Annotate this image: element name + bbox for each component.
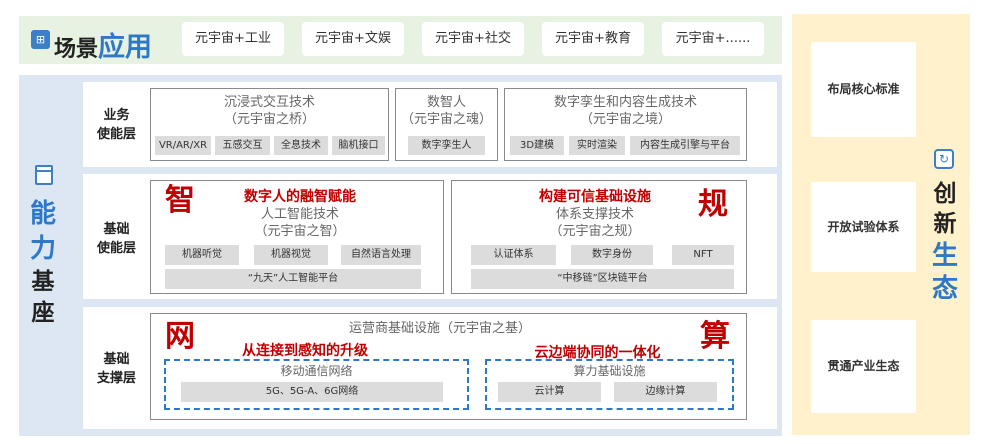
chip-realtime-render[interactable]: 实时渲染: [569, 136, 625, 155]
compute-infra-group: [485, 359, 734, 410]
trust-headline: 构建可信基础设施: [539, 189, 651, 205]
ai-tech-subtitle: （元宇宙之智）: [254, 224, 346, 239]
chip-nft[interactable]: NFT: [672, 245, 734, 265]
eco-card-industry[interactable]: 贯通产业生态: [811, 320, 916, 413]
chip-holographic[interactable]: 全息技术: [274, 136, 328, 155]
scene-item-industry[interactable]: 元宇宙+工业: [182, 22, 284, 56]
chip-machine-hearing[interactable]: 机器听觉: [165, 245, 239, 265]
chip-content-engine[interactable]: 内容生成引擎与平台: [630, 136, 740, 155]
chip-3d-modeling[interactable]: 3D建模: [510, 136, 564, 155]
scene-application-title: 场景应用: [54, 32, 153, 63]
network-headline: 从连接到感知的升级: [242, 343, 368, 359]
app-icon: ⊞: [31, 30, 50, 49]
chip-vr-ar-xr[interactable]: VR/AR/XR: [155, 136, 211, 155]
compute-big-char: 算: [700, 319, 730, 354]
foundation-layer-label: 基础 使能层: [96, 222, 136, 256]
chip-edge-computing[interactable]: 边缘计算: [614, 382, 717, 402]
eco-title-char: 新: [933, 211, 957, 237]
eco-title-char: 创: [933, 181, 957, 207]
immersive-tech-subtitle: （元宇宙之桥）: [223, 112, 315, 127]
digital-twin-title: 数字孪生和内容生成技术: [553, 95, 697, 110]
trust-big-char: 规: [698, 187, 728, 222]
capability-title-char: 座: [31, 300, 55, 326]
trust-tech-subtitle: （元宇宙之规）: [549, 224, 641, 239]
eco-card-test-system[interactable]: 开放试验体系: [811, 182, 916, 272]
operator-infra-title: 运营商基础设施（元宇宙之基）: [348, 321, 531, 336]
scene-item-social[interactable]: 元宇宙+社交: [422, 22, 524, 56]
eco-icon: ↻: [934, 149, 954, 169]
chip-machine-vision[interactable]: 机器视觉: [254, 245, 328, 265]
digital-human-subtitle: （元宇宙之魂）: [400, 112, 492, 127]
mobile-network-group: [164, 359, 469, 410]
trust-tech-title: 体系支撑技术: [555, 207, 634, 222]
chip-cloud-computing[interactable]: 云计算: [498, 382, 601, 402]
capability-title-char: 能: [29, 199, 56, 229]
jiutian-ai-platform[interactable]: “九天”人工智能平台: [165, 269, 421, 289]
scene-item-entertainment[interactable]: 元宇宙+文娱: [302, 22, 404, 56]
network-big-char: 网: [165, 319, 195, 354]
ai-big-char: 智: [165, 183, 195, 218]
chip-digital-identity[interactable]: 数字身份: [571, 245, 653, 265]
compute-headline: 云边端协同的一体化: [534, 345, 661, 361]
digital-twin-subtitle: （元宇宙之境）: [579, 112, 671, 127]
chip-5g-6g[interactable]: 5G、5G-A、6G网络: [181, 382, 443, 402]
eco-card-standards[interactable]: 布局核心标准: [811, 42, 916, 137]
ai-tech-title: 人工智能技术: [260, 207, 339, 222]
operator-infra-box: [150, 313, 747, 420]
platform-icon: [35, 165, 53, 185]
scene-item-education[interactable]: 元宇宙+教育: [542, 22, 644, 56]
cmbaas-blockchain-platform[interactable]: “中移链”区块链平台: [471, 269, 734, 289]
scene-item-more[interactable]: 元宇宙+......: [662, 22, 764, 56]
business-layer-label: 业务 使能层: [96, 108, 136, 142]
chip-brain-computer[interactable]: 脑机接口: [332, 136, 385, 155]
immersive-tech-title: 沉浸式交互技术: [223, 95, 315, 110]
compute-infra-title: 算力基础设施: [573, 364, 646, 378]
chip-nlp[interactable]: 自然语言处理: [341, 245, 421, 265]
capability-title-char: 基: [31, 269, 55, 295]
ai-headline: 数字人的融智赋能: [244, 189, 356, 205]
eco-title-char: 生: [931, 241, 958, 271]
chip-five-senses[interactable]: 五感交互: [215, 136, 270, 155]
support-layer-label: 基础 支撑层: [96, 352, 136, 386]
digital-human-title: 数智人: [426, 95, 466, 110]
chip-digital-twin-human[interactable]: 数字孪生人: [408, 136, 485, 155]
eco-title-char: 态: [931, 274, 958, 304]
mobile-network-title: 移动通信网络: [280, 364, 353, 378]
capability-title-char: 力: [29, 234, 56, 264]
chip-auth-system[interactable]: 认证体系: [471, 245, 556, 265]
